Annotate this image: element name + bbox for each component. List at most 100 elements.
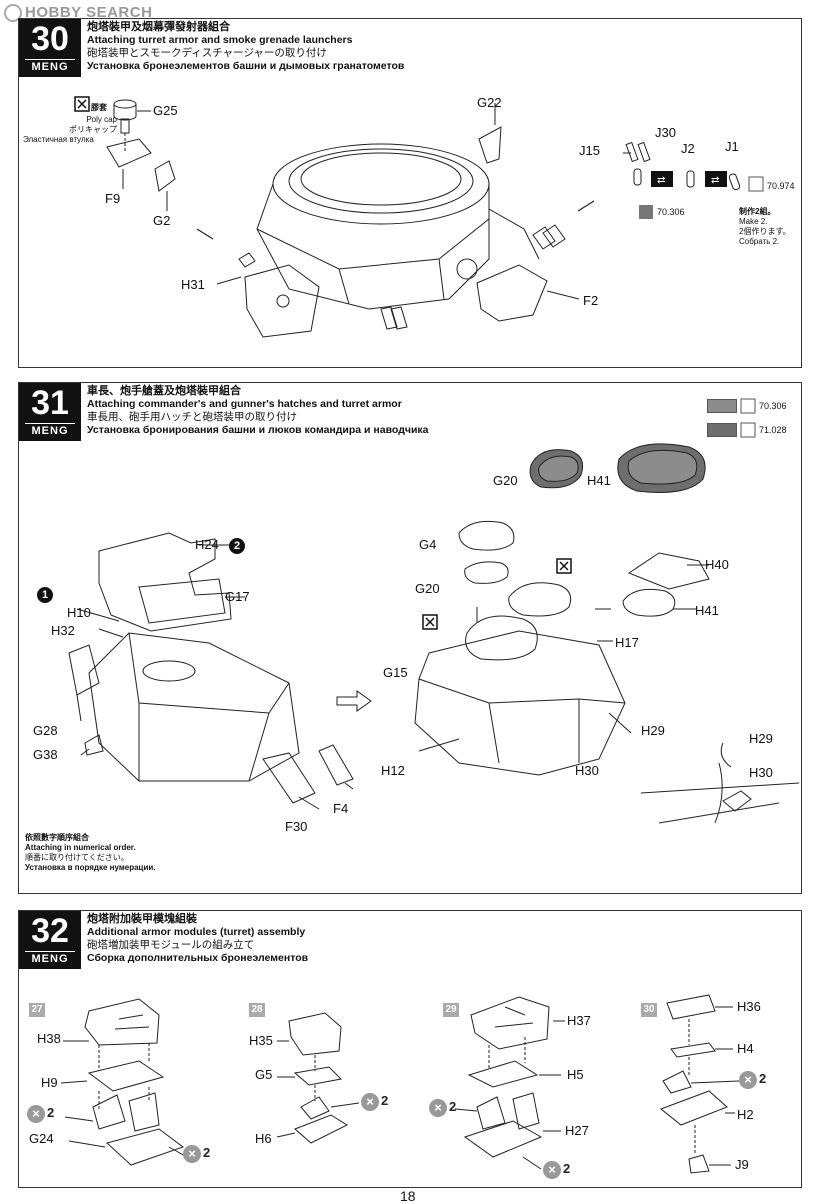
- brand-logo: MENG: [25, 423, 75, 438]
- part-label: H29: [641, 723, 665, 738]
- title-ja: 砲塔装甲とスモークディスチャージャーの取り付け: [87, 47, 327, 59]
- part-label: F9: [105, 191, 121, 206]
- svg-text:⇄: ⇄: [711, 175, 719, 186]
- sub-step-number: 30: [641, 1003, 657, 1017]
- part-label: H40: [705, 557, 729, 572]
- step-30-badge: 30 MENG: [19, 19, 81, 77]
- page-number: 18: [400, 1188, 416, 1204]
- quantity-2: 2: [203, 1145, 211, 1160]
- part-label: H10: [67, 605, 91, 620]
- part-label: F30: [285, 819, 308, 834]
- watermark: HOBBY SEARCH: [4, 4, 152, 23]
- title-ru: Сборка дополнительных бронеэлементов: [87, 952, 309, 964]
- hobby-search-logo-icon: [4, 4, 22, 23]
- part-label: H41: [587, 473, 611, 488]
- step-31-number: 31: [31, 384, 69, 422]
- sub-step-number: 28: [249, 1003, 265, 1017]
- part-label: H41: [695, 603, 719, 618]
- polycap-note-rest: Poly cap ポリキャップ: [69, 115, 117, 134]
- step-30-drawing: ⇄ ⇄: [74, 96, 764, 338]
- title-ru: Установка бронирования башни и люков ком…: [87, 424, 429, 436]
- part-label: G22: [477, 95, 502, 110]
- part-label: H36: [737, 999, 761, 1014]
- step-30-number: 30: [31, 20, 69, 58]
- part-label: H6: [255, 1131, 272, 1146]
- part-label: G25: [153, 103, 178, 118]
- part-label: G38: [33, 747, 58, 762]
- part-label: H31: [181, 277, 205, 292]
- quantity-2: 2: [759, 1071, 767, 1086]
- part-label: H17: [615, 635, 639, 650]
- title-zh: 車長、炮手艙蓋及炮塔裝甲組合: [87, 385, 241, 397]
- part-label: H35: [249, 1033, 273, 1048]
- step-32-drawing: [60, 994, 740, 1174]
- svg-text:⇄: ⇄: [657, 175, 665, 186]
- quantity-2: 2: [381, 1093, 389, 1108]
- part-label: J30: [655, 125, 676, 140]
- step-30-panel: 30 MENG 炮塔裝甲及烟幕彈發射器組合 Attaching turret a…: [18, 18, 802, 368]
- part-label: J1: [725, 139, 739, 154]
- paint-code: 70.974: [767, 181, 795, 191]
- part-label: H9: [41, 1075, 58, 1090]
- times-icon: ×: [183, 1145, 201, 1163]
- part-label: G15: [383, 665, 408, 680]
- quantity-2: 2: [563, 1161, 571, 1176]
- title-en: Attaching commander's and gunner's hatch…: [87, 398, 402, 410]
- order-marker-2: 2: [229, 538, 245, 554]
- part-label: H24: [195, 537, 219, 552]
- times-icon: ×: [27, 1105, 45, 1123]
- part-label: G5: [255, 1067, 273, 1082]
- polycap-note-ru: Эластичная втулка: [23, 135, 94, 144]
- part-label: F2: [583, 293, 599, 308]
- title-ja: 砲塔増加装甲モジュールの組み立て: [87, 939, 255, 951]
- paint-code: 71.028: [759, 425, 787, 435]
- times-icon: ×: [429, 1099, 447, 1117]
- step-32-panel: 32 MENG 炮塔附加裝甲模塊組裝 Additional armor modu…: [18, 910, 802, 1188]
- sub-step-number: 27: [29, 1003, 45, 1017]
- polycap-note: 膠套: [91, 103, 107, 112]
- step-30-titles: 炮塔裝甲及烟幕彈發射器組合 Attaching turret armor and…: [87, 21, 404, 73]
- part-label: H29: [749, 731, 773, 746]
- title-zh: 炮塔裝甲及烟幕彈發射器組合: [87, 21, 230, 33]
- brand-logo: MENG: [25, 951, 75, 966]
- step-32-number: 32: [31, 912, 69, 950]
- times-icon: ×: [361, 1093, 379, 1111]
- title-ja: 車長用、砲手用ハッチと砲塔装甲の取り付け: [87, 411, 297, 423]
- order-marker-1: 1: [37, 587, 53, 603]
- title-zh: 炮塔附加裝甲模塊組裝: [87, 913, 197, 925]
- step-31-panel: 31 MENG 車長、炮手艙蓋及炮塔裝甲組合 Attaching command…: [18, 382, 802, 894]
- step-31-drawing: [68, 398, 800, 824]
- step-31-titles: 車長、炮手艙蓋及炮塔裝甲組合 Attaching commander's and…: [87, 385, 429, 437]
- paint-code: 70.306: [657, 207, 685, 217]
- part-label: G24: [29, 1131, 54, 1146]
- sub-step-number: 29: [443, 1003, 459, 1017]
- brand-logo: MENG: [25, 59, 75, 74]
- make-2-note: 制作2組。 Make 2. 2個作ります。 Собрать 2.: [739, 207, 791, 246]
- step-32-titles: 炮塔附加裝甲模塊組裝 Additional armor modules (tur…: [87, 913, 308, 965]
- part-label: G20: [415, 581, 440, 596]
- part-label: H12: [381, 763, 405, 778]
- quantity-2: 2: [47, 1105, 55, 1120]
- part-label: H4: [737, 1041, 754, 1056]
- part-label: G28: [33, 723, 58, 738]
- title-ru: Установка бронеэлементов башни и дымовых…: [87, 60, 405, 72]
- step-32-badge: 32 MENG: [19, 911, 81, 969]
- times-icon: ×: [739, 1071, 757, 1089]
- title-en: Additional armor modules (turret) assemb…: [87, 926, 306, 938]
- part-label: G17: [225, 589, 250, 604]
- title-en: Attaching turret armor and smoke grenade…: [87, 34, 353, 46]
- part-label: G2: [153, 213, 171, 228]
- part-label: H5: [567, 1067, 584, 1082]
- part-label: G4: [419, 537, 437, 552]
- paint-swatch: [707, 399, 737, 413]
- times-icon: ×: [543, 1161, 561, 1179]
- part-label: H2: [737, 1107, 754, 1122]
- part-label: H27: [565, 1123, 589, 1138]
- order-note: 依照數字順序組合 Attaching in numerical order. 順…: [25, 833, 156, 872]
- part-label: H37: [567, 1013, 591, 1028]
- part-label: J15: [579, 143, 600, 158]
- part-label: J2: [681, 141, 695, 156]
- quantity-2: 2: [449, 1099, 457, 1114]
- paint-code: 70.306: [759, 401, 787, 411]
- part-label: J9: [735, 1157, 749, 1172]
